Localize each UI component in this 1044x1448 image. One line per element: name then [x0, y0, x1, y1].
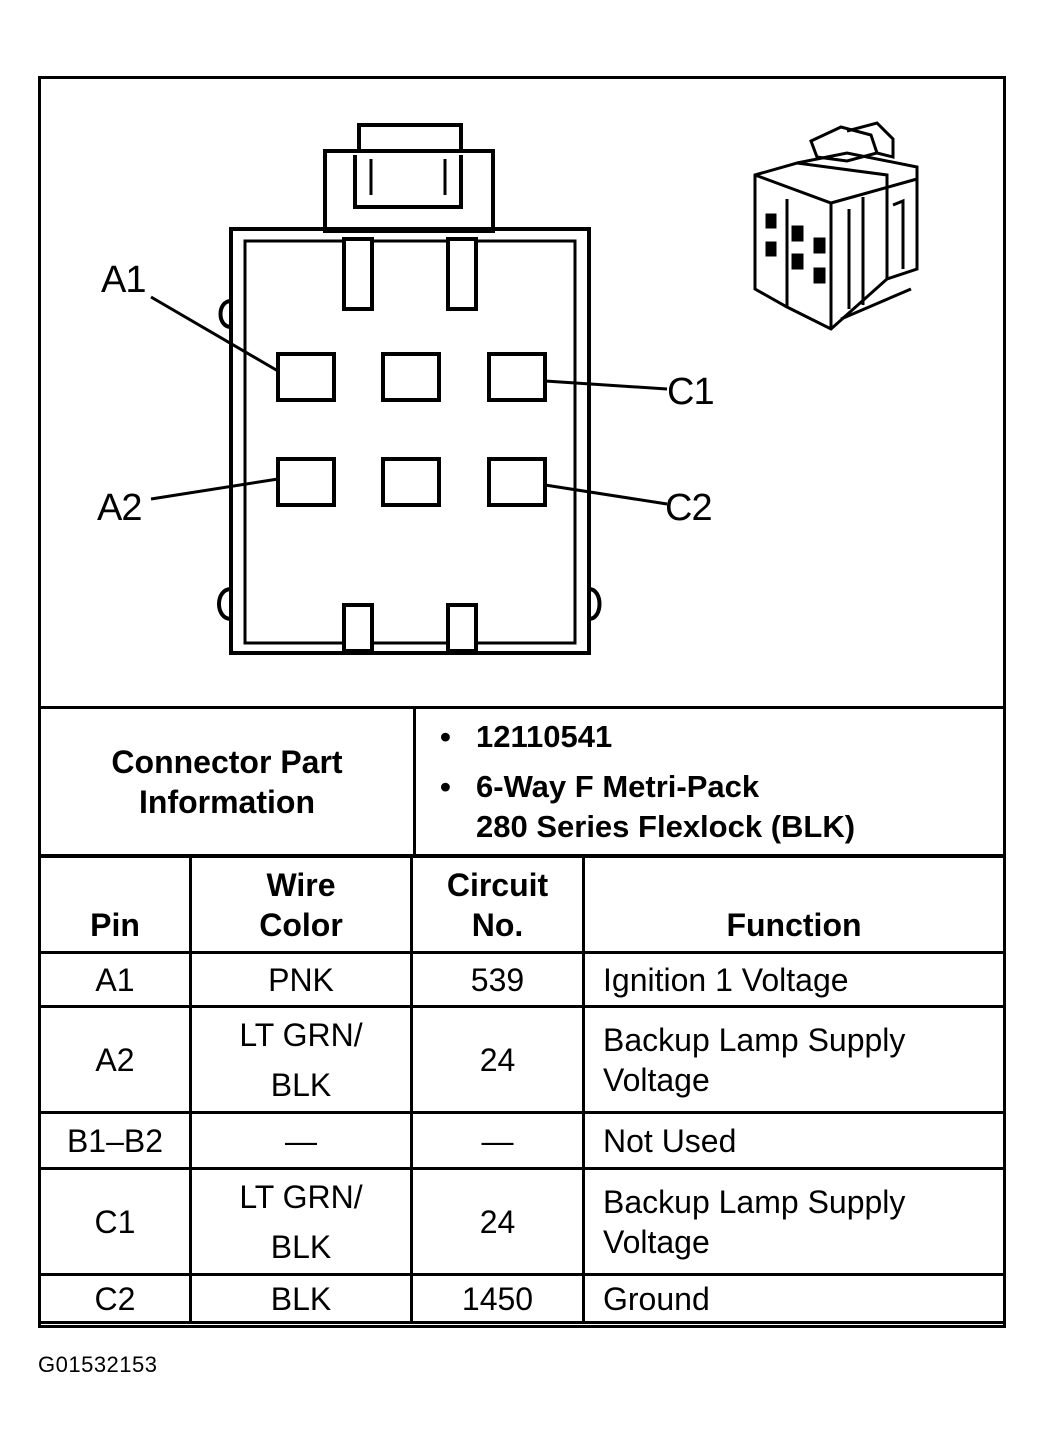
connector-diagram: A1 A2 C1 C2 [41, 79, 1003, 709]
table-row: A2 LT GRN/ BLK 24 Backup Lamp Supply Vol… [38, 1005, 1006, 1114]
cell-wire-color: LT GRN/ BLK [189, 1167, 413, 1276]
cell-circuit: 539 [410, 951, 585, 1008]
pin-label-c2: C2 [665, 487, 713, 529]
cavity-c2 [487, 457, 547, 507]
pin-assignment-table: Pin Wire Color Circuit No. Function A1 P… [38, 854, 1006, 1324]
pin-label-a1: A1 [101, 259, 146, 301]
cell-wire-color: PNK [189, 951, 413, 1008]
cavity-b1 [381, 352, 441, 402]
connector-body [229, 227, 591, 655]
cell-circuit: — [410, 1111, 585, 1170]
cell-pin: A1 [38, 951, 192, 1008]
cell-function: Ignition 1 Voltage [582, 951, 1006, 1008]
header-wire-color: Wire Color [189, 854, 413, 954]
figure-code: G01532153 [38, 1352, 158, 1377]
description-line1: 6-Way F Metri-Pack [476, 769, 760, 804]
cell-pin: C1 [38, 1167, 192, 1276]
cavity-b2 [381, 457, 441, 507]
header-pin: Pin [38, 854, 192, 954]
part-number: 12110541 [440, 717, 1002, 757]
table-row: C2 BLK 1450 Ground [38, 1273, 1006, 1324]
latch-top [357, 123, 463, 151]
connector-info-label-line1: Connector Part [111, 744, 343, 780]
cell-function: Backup Lamp Supply Voltage [582, 1167, 1006, 1276]
cell-circuit: 1450 [410, 1273, 585, 1324]
pin-label-c1: C1 [667, 371, 715, 413]
cell-wire-color: BLK [189, 1273, 413, 1324]
cell-wire-color: LT GRN/ BLK [189, 1005, 413, 1114]
cell-wire-color: — [189, 1111, 413, 1170]
connector-info-table: Connector Part Information 12110541 6-Wa… [38, 706, 1006, 858]
connector-description: 6-Way F Metri-Pack 280 Series Flexlock (… [440, 767, 1002, 847]
cell-circuit: 24 [410, 1167, 585, 1276]
connector-face-view [150, 121, 919, 655]
cell-function: Backup Lamp Supply Voltage [582, 1005, 1006, 1114]
cell-pin: B1–B2 [38, 1111, 192, 1170]
description-line2: 280 Series Flexlock (BLK) [476, 809, 856, 844]
cavity-a2 [276, 457, 336, 507]
connector-info-details: 12110541 6-Way F Metri-Pack 280 Series F… [413, 706, 1006, 858]
table-row: C1 LT GRN/ BLK 24 Backup Lamp Supply Vol… [38, 1167, 1006, 1276]
table-row: A1 PNK 539 Ignition 1 Voltage [38, 951, 1006, 1008]
cell-circuit: 24 [410, 1005, 585, 1114]
cell-pin: C2 [38, 1273, 192, 1324]
connector-info-label: Connector Part Information [38, 706, 416, 858]
connector-figure-frame: A1 A2 C1 C2 Connector Part Information 1… [38, 76, 1006, 1328]
table-header-row: Pin Wire Color Circuit No. Function [38, 854, 1006, 954]
header-circuit-no: Circuit No. [410, 854, 585, 954]
cavity-a1 [276, 352, 336, 402]
cell-function: Ground [582, 1273, 1006, 1324]
connector-3d-icon [753, 121, 919, 331]
connector-info-label-line2: Information [139, 784, 315, 820]
cell-pin: A2 [38, 1005, 192, 1114]
pin-label-a2: A2 [97, 487, 142, 529]
cell-function: Not Used [582, 1111, 1006, 1170]
header-function: Function [582, 854, 1006, 954]
table-row: B1–B2 — — Not Used [38, 1111, 1006, 1170]
cavity-c1 [487, 352, 547, 402]
latch-tab [323, 149, 495, 233]
